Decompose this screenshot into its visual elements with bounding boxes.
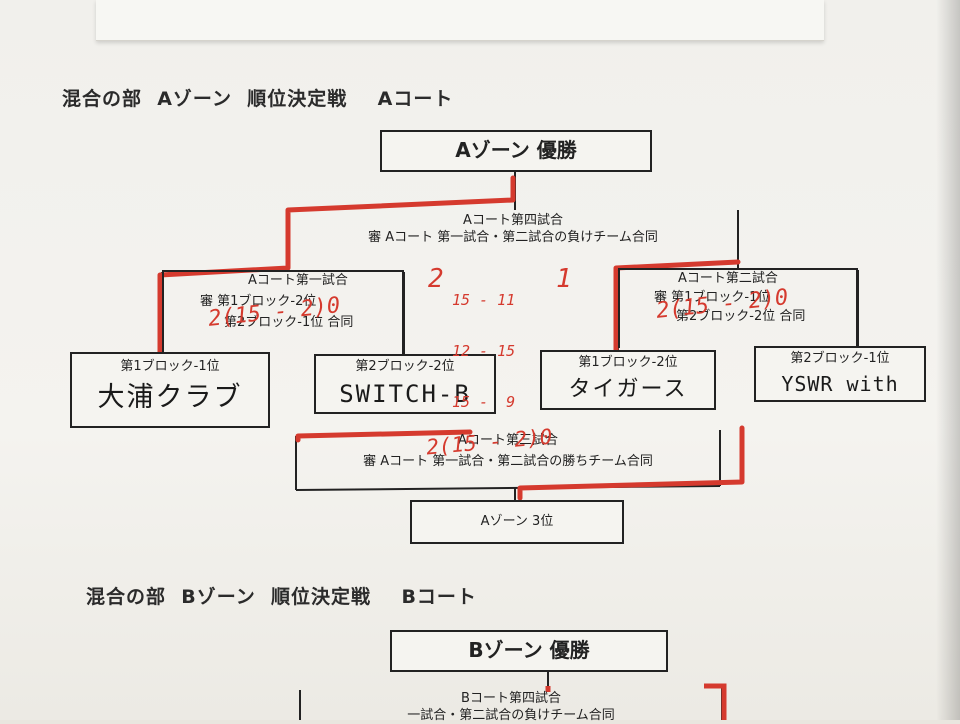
m4-left-score: 2 [428, 264, 444, 294]
team-name: タイガース [568, 377, 688, 402]
match2-line1: 審 第1ブロック-1位 [654, 290, 771, 305]
page-edge-shadow [936, 0, 960, 720]
team-box-1: 第1ブロック-1位 大浦クラブ [70, 352, 270, 428]
match4-referee: 審 Aコート 第一試合・第二試合の負けチーム合同 [368, 230, 658, 245]
third-place-box-a: Aゾーン 3位 [410, 500, 624, 544]
match2-box: Aコート第二試合 審 第1ブロック-1位 第2ブロック-2位 合同 [618, 268, 858, 348]
team-name: YSWR with [781, 372, 899, 396]
match3-title: Aコート第三試合 [458, 433, 558, 448]
section-b-heading: 混合の部 Bゾーン 順位決定戦 Bコート [86, 586, 477, 608]
team-name: 大浦クラブ [97, 382, 243, 413]
match2-title: Aコート第二試合 [678, 271, 778, 286]
team-seed: 第1ブロック-1位 [120, 359, 220, 374]
team-box-2: 第2ブロック-2位 SWITCH-B [314, 354, 496, 414]
match3-box: Aコート第三試合 審 Aコート 第一試合・第二試合の勝ちチーム合同 [296, 432, 720, 470]
m4-game-1: 15 - 11 [452, 291, 516, 309]
match1-title: Aコート第一試合 [248, 273, 348, 288]
section-a-heading: 混合の部 Aゾーン 順位決定戦 Aコート [62, 88, 454, 110]
match3-referee: 審 Aコート 第一試合・第二試合の勝ちチーム合同 [363, 454, 653, 469]
m4-game-2: 12 - 15 [452, 342, 516, 360]
match4-b-title: Bコート第四試合 [461, 691, 561, 706]
match4-box-a: Aコート第四試合 審 Aコート 第一試合・第二試合の負けチーム合同 [288, 210, 738, 272]
m4-game-3: 15 - 9 [452, 393, 516, 411]
match4-box-b: Bコート第四試合 一試合・第二試合の負けチーム合同 [300, 690, 722, 724]
m4-game-scores: 15 - 11 12 - 15 15 - 9 [452, 258, 515, 428]
champion-box-b: Bゾーン 優勝 [390, 630, 668, 672]
match4-b-referee: 一試合・第二試合の負けチーム合同 [407, 708, 615, 723]
match1-line1: 審 第1ブロック-2位 [200, 294, 317, 309]
match2-line2: 第2ブロック-2位 合同 [676, 309, 806, 324]
m4-right-score: 1 [556, 264, 572, 294]
masking-tape [96, 0, 824, 41]
match1-line2: 第2ブロック-1位 合同 [224, 315, 354, 330]
match4-title: Aコート第四試合 [463, 213, 563, 228]
team-name: SWITCH-B [339, 380, 471, 408]
team-seed: 第2ブロック-1位 [790, 351, 890, 366]
team-box-4: 第2ブロック-1位 YSWR with [754, 346, 926, 402]
team-seed: 第2ブロック-2位 [355, 359, 455, 374]
team-seed: 第1ブロック-2位 [578, 355, 678, 370]
team-box-3: 第1ブロック-2位 タイガース [540, 350, 716, 410]
champion-box-a: Aゾーン 優勝 [380, 130, 652, 172]
match1-box: Aコート第一試合 審 第1ブロック-2位 第2ブロック-1位 合同 [162, 270, 404, 354]
